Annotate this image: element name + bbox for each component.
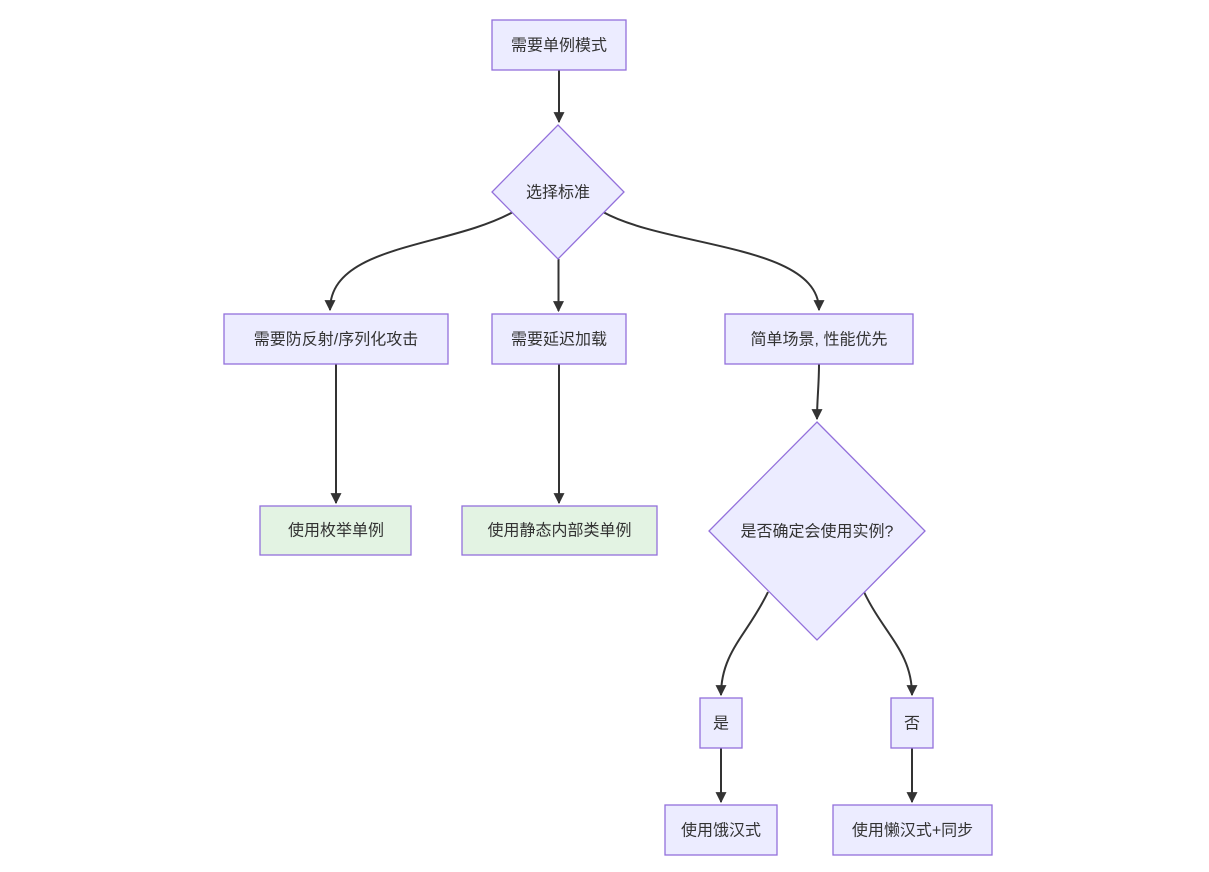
node-need-singleton: 需要单例模式 bbox=[491, 19, 627, 71]
node-lazy-sync-singleton: 使用懒汉式+同步 bbox=[832, 804, 993, 856]
node-simple-perf-label: 简单场景, 性能优先 bbox=[751, 331, 888, 349]
edge-criteria-to-anti-attack bbox=[324, 211, 514, 312]
node-no-label: 否 bbox=[904, 716, 920, 733]
node-need-singleton-label: 需要单例模式 bbox=[511, 37, 607, 55]
node-static-inner-singleton: 使用静态内部类单例 bbox=[461, 505, 658, 556]
node-enum-singleton: 使用枚举单例 bbox=[259, 505, 412, 556]
node-criteria-label: 选择标准 bbox=[526, 184, 590, 202]
node-eager-singleton: 使用饿汉式 bbox=[664, 804, 778, 856]
node-lazy-sync-singleton-label: 使用懒汉式+同步 bbox=[852, 822, 973, 840]
node-lazy-load: 需要延迟加载 bbox=[491, 313, 627, 365]
node-lazy-load-label: 需要延迟加载 bbox=[511, 331, 607, 349]
node-enum-singleton-label: 使用枚举单例 bbox=[288, 522, 384, 540]
node-no: 否 bbox=[890, 697, 934, 749]
edge-confirm-use-to-no bbox=[863, 591, 918, 697]
node-anti-attack: 需要防反射/序列化攻击 bbox=[223, 313, 449, 365]
node-confirm-use-instance-label: 是否确定会使用实例? bbox=[741, 523, 894, 541]
node-criteria: 选择标准 bbox=[491, 124, 625, 260]
edge-confirm-use-to-yes bbox=[715, 591, 769, 697]
node-yes: 是 bbox=[699, 697, 743, 749]
edge-group bbox=[324, 70, 918, 804]
edge-simple-perf-to-confirm-use bbox=[811, 363, 823, 421]
node-confirm-use-instance: 是否确定会使用实例? bbox=[708, 421, 926, 641]
node-eager-singleton-label: 使用饿汉式 bbox=[681, 822, 761, 840]
edge-criteria-to-simple-perf bbox=[602, 211, 825, 312]
node-yes-label: 是 bbox=[713, 716, 729, 733]
node-anti-attack-label: 需要防反射/序列化攻击 bbox=[254, 331, 418, 349]
node-simple-perf: 简单场景, 性能优先 bbox=[724, 313, 914, 365]
node-static-inner-singleton-label: 使用静态内部类单例 bbox=[487, 522, 631, 540]
